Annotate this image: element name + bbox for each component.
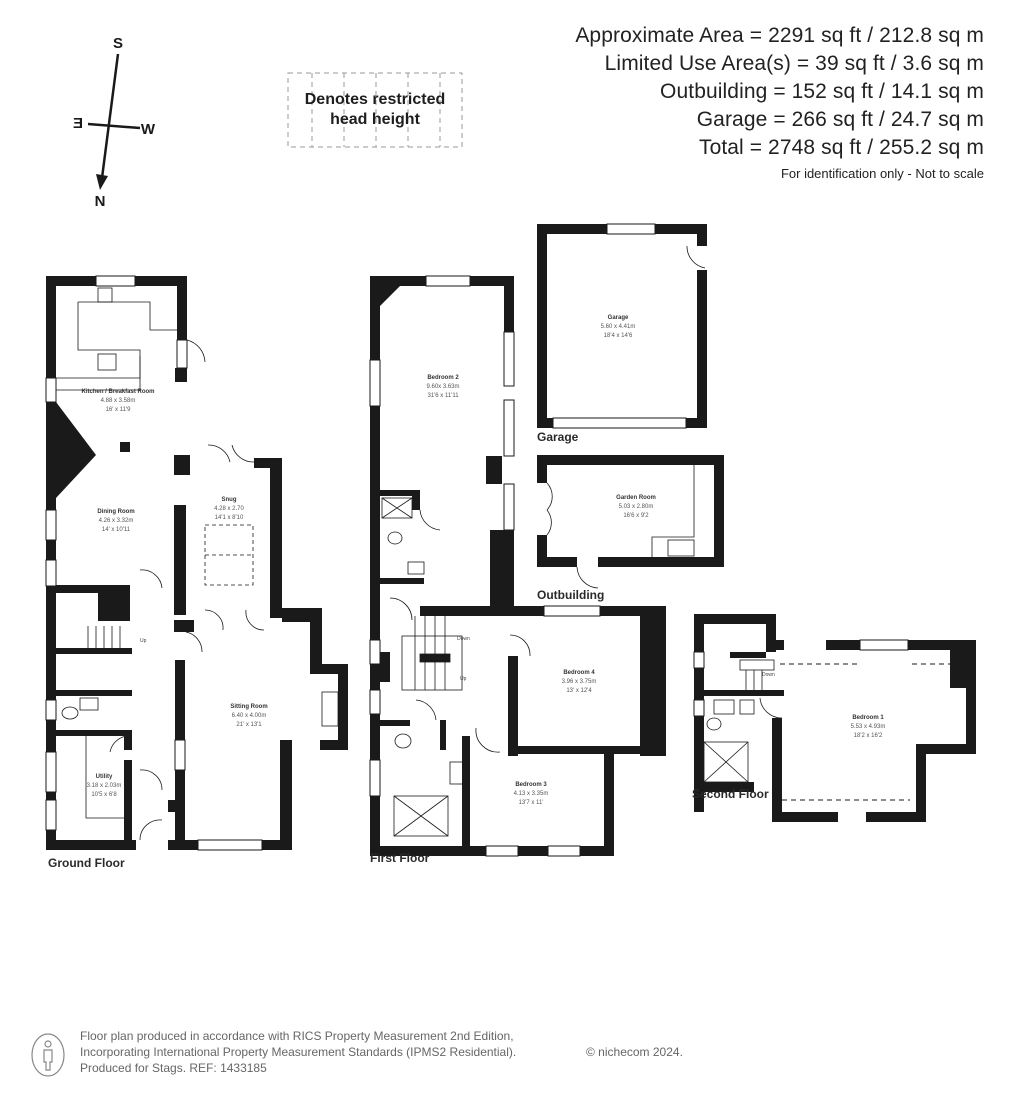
ground-stairs-up: Up xyxy=(140,638,147,644)
room-garden-room: Garden Room 5.03 x 2.80m 16'6 x 9'2 xyxy=(616,495,656,519)
restricted-height-legend: Denotes restricted head height xyxy=(287,72,463,148)
dashed-grid-icon xyxy=(287,72,463,148)
room-utility: Utility 3.18 x 2.03m 10'5 x 6'8 xyxy=(86,774,122,798)
room-sitting: Sitting Room 6.40 x 4.00m 21' x 13'1 xyxy=(230,704,268,728)
second-floor-label: Second Floor xyxy=(692,787,769,801)
room-garage: Garage 5.60 x 4.41m 18'4 x 14'6 xyxy=(600,315,636,339)
room-bedroom-4: Bedroom 4 3.96 x 3.75m 13' x 12'4 xyxy=(561,670,597,694)
garage-walls xyxy=(537,224,707,428)
outbuilding-area: Outbuilding = 152 sq ft / 14.1 sq m xyxy=(660,80,984,103)
room-kitchen: Kitchen / Breakfast Room 4.88 x 3.58m 16… xyxy=(81,389,155,413)
compass-e: E xyxy=(73,115,83,132)
outbuilding-label: Outbuilding xyxy=(537,588,605,602)
copyright: © nichecom 2024. xyxy=(586,1045,683,1059)
area-summary: Approximate Area = 2291 sq ft / 212.8 sq… xyxy=(575,22,984,184)
compass-w: W xyxy=(141,121,156,138)
garage-label: Garage xyxy=(537,430,579,444)
room-bedroom-3: Bedroom 3 4.13 x 3.35m 13'7 x 11' xyxy=(513,782,549,806)
compass-icon: S N W E xyxy=(73,35,156,208)
room-snug: Snug 4.28 x 2.70 14'1 x 8'10 xyxy=(214,497,244,521)
person-measurement-icon xyxy=(31,1033,65,1077)
total-area: Total = 2748 sq ft / 255.2 sq m xyxy=(698,136,984,159)
limited-use-area: Limited Use Area(s) = 39 sq ft / 3.6 sq … xyxy=(604,52,984,75)
scale-note: For identification only - Not to scale xyxy=(780,166,984,181)
first-stairs-down: Down xyxy=(457,636,470,642)
room-dining: Dining Room 4.26 x 3.32m 14' x 10'11 xyxy=(97,509,135,533)
legend-label: Denotes restricted head height xyxy=(304,91,446,128)
room-bedroom-2: Bedroom 2 9.60x 3.63m 31'6 x 11'11 xyxy=(426,375,460,399)
first-floor-walls xyxy=(370,276,666,856)
compass-s: S xyxy=(113,35,123,52)
north-arrow-icon xyxy=(96,174,108,190)
garage-area: Garage = 266 sq ft / 24.7 sq m xyxy=(696,108,984,131)
outbuilding-walls xyxy=(537,455,724,567)
ground-floor-walls xyxy=(46,276,348,850)
footer: Floor plan produced in accordance with R… xyxy=(30,1028,750,1084)
first-stairs-up: Up xyxy=(460,676,467,682)
floor-plan-drawing: Up Down Up Down xyxy=(45,223,976,857)
second-stairs-down: Down xyxy=(762,672,775,678)
first-floor-label: First Floor xyxy=(370,851,430,865)
approximate-area: Approximate Area = 2291 sq ft / 212.8 sq… xyxy=(575,24,984,47)
footer-text: Floor plan produced in accordance with R… xyxy=(80,1029,517,1075)
room-bedroom-1: Bedroom 1 5.53 x 4.93m 18'2 x 16'2 xyxy=(850,715,886,739)
compass-n: N xyxy=(95,193,106,208)
ground-floor-label: Ground Floor xyxy=(48,856,125,870)
